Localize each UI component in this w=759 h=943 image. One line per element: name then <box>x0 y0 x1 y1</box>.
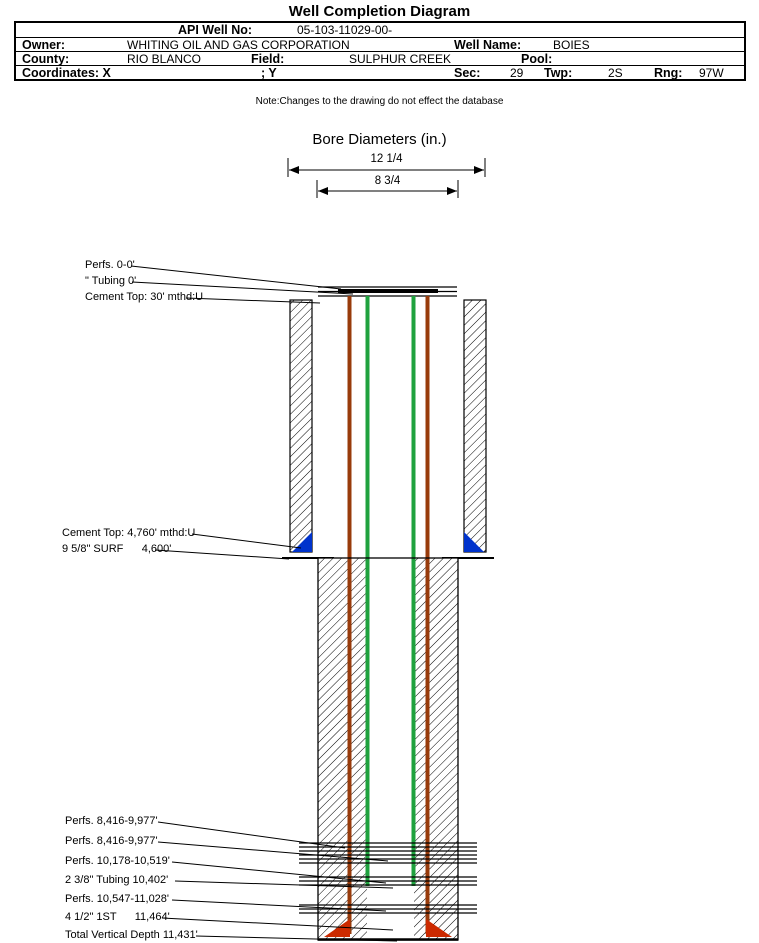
cement-top-marker-right <box>464 532 484 552</box>
coordinates-y-label: ; Y <box>261 66 277 80</box>
well-header-table: API Well No: 05-103-11029-00- Owner: WHI… <box>14 21 746 81</box>
bore-dimension-outer <box>287 158 486 177</box>
county-label: County: <box>22 52 70 66</box>
bottom-marker-right <box>426 919 452 937</box>
surface-casing-wall-right <box>463 299 487 553</box>
rng-value: 97W <box>699 66 724 80</box>
bore-diameter-inner-label: 8 3/4 <box>317 175 458 187</box>
api-well-no-label: API Well No: <box>178 23 253 37</box>
twp-value: 2S <box>608 66 623 80</box>
annotation-perfs-10547: Perfs. 10,547-11,028' <box>65 893 170 905</box>
bore-diameters-title: Bore Diameters (in.) <box>312 131 447 148</box>
wellhead-lines <box>318 286 457 297</box>
cement-fill-right <box>414 558 458 940</box>
well-name-value: BOIES <box>553 38 590 52</box>
surface-casing-wall-left <box>289 299 313 553</box>
annotation-cement-top-30: Cement Top: 30' mthd:U <box>85 291 204 303</box>
annotation-liner-11464: 4 1/2" 1ST 11,464' <box>65 911 170 923</box>
annotation-perfs-0: Perfs. 0-0' <box>85 259 135 271</box>
county-value: RIO BLANCO <box>127 52 202 66</box>
annotation-perfs-8416-b: Perfs. 8,416-9,977' <box>65 835 158 847</box>
tubing-hanger <box>338 289 438 293</box>
well-name-label: Well Name: <box>454 38 522 52</box>
page-title: Well Completion Diagram <box>288 3 471 20</box>
annotation-perfs-10178: Perfs. 10,178-10,519' <box>65 855 170 867</box>
header-row-api: API Well No: 05-103-11029-00- <box>16 23 744 37</box>
field-label: Field: <box>251 52 285 66</box>
twp-label: Twp: <box>544 66 573 80</box>
arrowhead-right-icon <box>474 166 484 174</box>
api-well-no-value: 05-103-11029-00- <box>297 23 393 37</box>
rng-label: Rng: <box>654 66 683 80</box>
bottom-marker-left <box>324 919 350 937</box>
header-row-owner: Owner: WHITING OIL AND GAS CORPORATION W… <box>16 37 744 52</box>
header-row-county: County: RIO BLANCO Field: SULPHUR CREEK … <box>16 51 744 66</box>
arrowhead-left-icon <box>289 166 299 174</box>
database-note: Note:Changes to the drawing do not effec… <box>255 96 504 107</box>
annotation-tubing-0: " Tubing 0' <box>85 275 137 287</box>
annotation-tubing-10402: 2 3/8" Tubing 10,402' <box>65 874 169 886</box>
arrowhead-right-icon <box>447 187 457 195</box>
leader-lines <box>130 265 398 942</box>
bore-dimension-inner <box>316 180 459 198</box>
annotation-surface-casing: 9 5/8" SURF 4,600' <box>62 543 172 555</box>
sec-label: Sec: <box>454 66 481 80</box>
sec-value: 29 <box>510 66 524 80</box>
annotation-perfs-8416-a: Perfs. 8,416-9,977' <box>65 815 158 827</box>
cement-fill-left <box>318 558 367 940</box>
annotation-total-depth: Total Vertical Depth 11,431' <box>65 929 198 941</box>
annotation-cement-top-4760: Cement Top: 4,760' mthd:U <box>62 527 196 539</box>
owner-value: WHITING OIL AND GAS CORPORATION <box>127 38 350 52</box>
coordinates-label: Coordinates: X <box>22 66 111 80</box>
bore-diameter-outer-label: 12 1/4 <box>288 153 485 165</box>
owner-label: Owner: <box>22 38 66 52</box>
arrowhead-left-icon <box>318 187 328 195</box>
pool-label: Pool: <box>521 52 553 66</box>
header-row-coordinates: Coordinates: X ; Y Sec: 29 Twp: 2S Rng: … <box>16 65 744 80</box>
field-value: SULPHUR CREEK <box>349 52 452 66</box>
